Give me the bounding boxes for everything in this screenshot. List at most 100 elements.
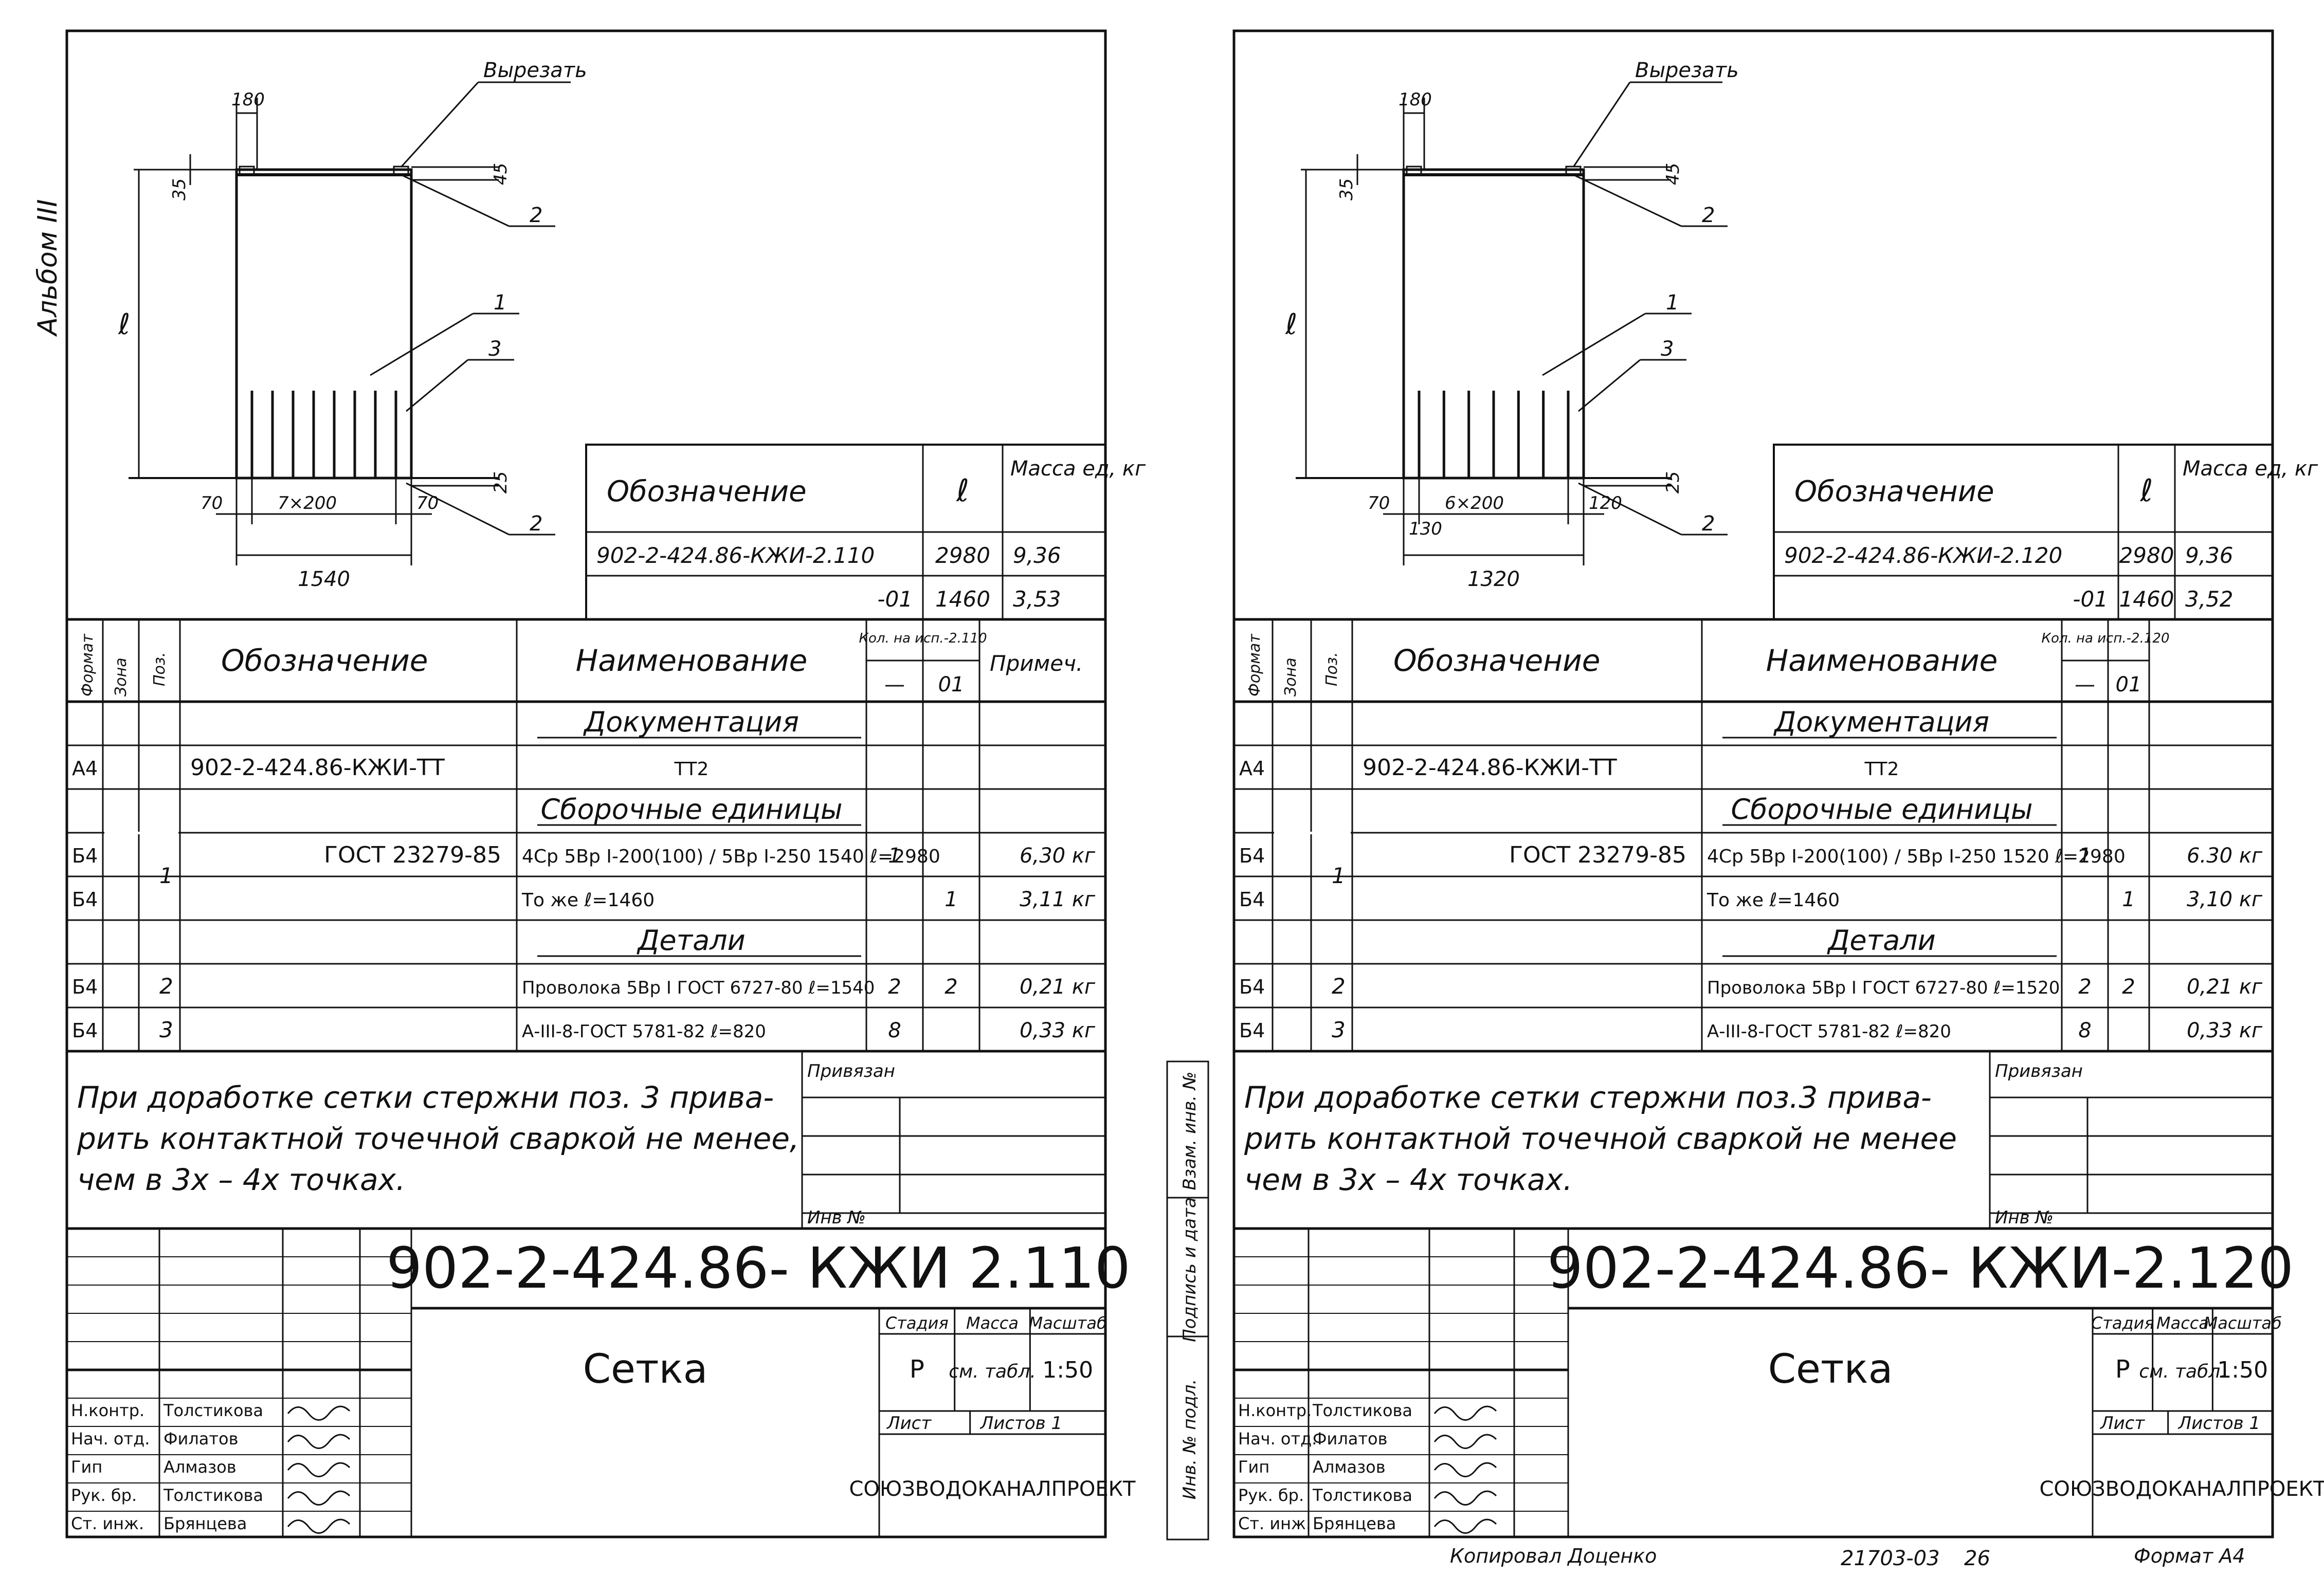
cut-label: Вырезать: [1635, 59, 1739, 82]
spec-designation: 902-2-424.86-КЖИ-ТТ: [190, 755, 445, 781]
spec-designation: 902-2-424.86-КЖИ-ТТ: [1363, 755, 1617, 781]
inv-label: Инв №: [807, 1207, 866, 1228]
spec-section-docs: Документация: [1773, 706, 1989, 738]
copied-by: Копировал Доценко: [1450, 1545, 1657, 1567]
drawing-title: Сетка: [1768, 1346, 1893, 1392]
variant-designation: -01: [2073, 587, 2108, 612]
spec-pos: 2: [1332, 974, 1346, 999]
spec-format: А4: [72, 757, 98, 780]
spec-designation: ГОСТ 23279-85: [1509, 842, 1686, 868]
note-line: При доработке сетки стержни поз.3 прива-: [1244, 1080, 1932, 1115]
spec-qty-01: 2: [945, 975, 957, 999]
leader-line: [401, 174, 510, 227]
spec-header-zone: Зона: [1282, 657, 1300, 697]
variants-header-mass: Масса ед, кг: [2183, 457, 2318, 481]
leader-line: [1578, 482, 1682, 536]
signature-scribble: [1433, 1490, 1497, 1506]
spec-section-assemblies: Сборочные единицы: [1731, 793, 2032, 826]
signature-scribble: [1433, 1518, 1497, 1534]
spec-header-qty: Кол. на исп.-2.120: [2042, 631, 2170, 646]
spec-pos: 1: [1332, 863, 1346, 888]
signature-scribble: [287, 1434, 351, 1449]
stamp-header: Стадия: [2091, 1313, 2154, 1333]
side-stamp-inv: Инв. № подл.: [1179, 1379, 1200, 1500]
variant-length: 2980: [935, 543, 990, 568]
dim-left-edge: 70: [201, 493, 223, 514]
leader-line: [1573, 174, 1682, 227]
spec-header-qty: Кол. на исп.-2.110: [859, 631, 987, 646]
role-title: Нач. отд.: [1238, 1429, 1317, 1449]
spec-header-designation: Обозначение: [1393, 643, 1600, 678]
spec-format: Б4: [72, 976, 98, 998]
spec-format: А4: [1239, 757, 1265, 780]
signature-scribble: [1433, 1462, 1497, 1477]
spec-header-qty-base: —: [884, 673, 905, 697]
merged-cell-mask: [1274, 832, 1351, 834]
spec-format: Б4: [1239, 976, 1265, 998]
spec-qty-01: 1: [2122, 888, 2135, 911]
role-title: Нач. отд.: [71, 1429, 150, 1449]
note-line: чем в 3х – 4х точках.: [1244, 1162, 1572, 1197]
spec-pos: 3: [1332, 1017, 1346, 1042]
role-name: Брянцева: [1313, 1514, 1396, 1533]
signature-scribble: [1433, 1405, 1497, 1421]
sheets-label: Листов 1: [2177, 1413, 2260, 1434]
role-title: Ст. инж.: [1238, 1514, 1311, 1533]
dim-right-top: 45: [491, 163, 511, 185]
document-code: 902-2-424.86- КЖИ-2.120: [1547, 1235, 2294, 1301]
role-name: Алмазов: [1313, 1457, 1386, 1477]
spec-name: ТТ2: [1864, 759, 1899, 780]
note-line: рить контактной точечной сваркой не мене…: [77, 1121, 799, 1156]
dim-left: 35: [1336, 178, 1357, 200]
spec-note: 0,33 кг: [2187, 1019, 2263, 1042]
variant-designation: 902-2-424.86-КЖИ-2.110: [596, 543, 875, 568]
role-title: Гип: [71, 1457, 102, 1477]
spec-note: 6.30 кг: [2187, 844, 2263, 868]
spec-section-details: Детали: [637, 924, 746, 957]
tied-label: Привязан: [1995, 1061, 2083, 1082]
spec-note: 3,11 кг: [1020, 888, 1096, 911]
dim-left: 35: [169, 178, 190, 200]
length-symbol: ℓ: [1285, 308, 1297, 341]
position-label-2: 2: [1702, 204, 1715, 227]
spec-note: 0,21 кг: [2187, 975, 2263, 999]
note-line: рить контактной точечной сваркой не мене…: [1244, 1121, 1957, 1156]
spec-qty-base: 2: [2078, 975, 2091, 999]
spec-name: Проволока 5Вр I ГОСТ 6727-80 ℓ=1540: [522, 978, 875, 998]
spec-pos: 1: [159, 863, 173, 888]
role-name: Толстикова: [163, 1486, 263, 1505]
dim-total: 1540: [298, 567, 350, 591]
sheet-frame: [1232, 29, 2274, 1538]
spec-note: 0,33 кг: [1020, 1019, 1096, 1042]
spec-format: Б4: [72, 888, 98, 911]
variant-length: 2980: [2119, 543, 2174, 568]
role-name: Филатов: [1313, 1429, 1387, 1449]
sheet-frame: [65, 29, 1107, 1538]
variants-header-length: ℓ: [2140, 473, 2153, 509]
spec-designation: ГОСТ 23279-85: [324, 842, 501, 868]
mesh-outline: [235, 168, 413, 480]
spec-header-qty-01: 01: [938, 673, 965, 697]
variant-designation: 902-2-424.86-КЖИ-2.120: [1784, 543, 2062, 568]
spec-qty-base: 8: [2078, 1019, 2091, 1042]
side-stamp-replace: Взам. инв. №: [1179, 1072, 1200, 1190]
role-name: Брянцева: [164, 1514, 247, 1533]
spec-header-name: Наименование: [1766, 643, 1998, 678]
spec-header-qty-01: 01: [2116, 673, 2142, 697]
variants-header-designation: Обозначение: [1794, 475, 1994, 508]
leader-line: [400, 81, 479, 168]
variant-designation: -01: [877, 587, 913, 612]
page-number: 26: [1964, 1547, 1990, 1570]
spec-name: То же ℓ=1460: [521, 890, 655, 911]
signature-scribble: [287, 1518, 351, 1534]
spec-qty-01: 2: [2122, 975, 2135, 999]
spec-format: Б4: [1239, 888, 1265, 911]
sheets-label: Листов 1: [979, 1413, 1062, 1434]
